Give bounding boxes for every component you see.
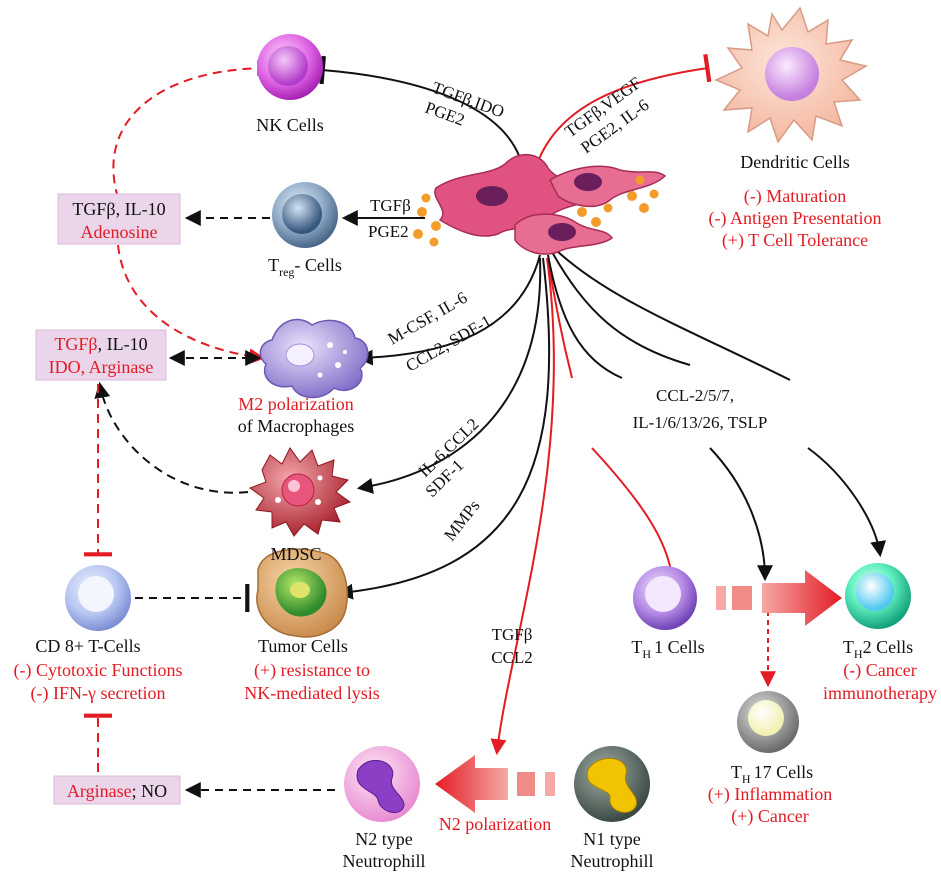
box1-line1: TGFβ, IL-10 <box>72 199 165 219</box>
m2-label-line1: M2 polarization <box>238 394 353 414</box>
th2-label: TH2 Cells <box>843 637 913 661</box>
tumor-effect-1: (+) resistance to <box>254 660 370 681</box>
caf-to-neut-line <box>490 257 555 756</box>
neut-signal-2: CCL2 <box>491 648 533 667</box>
n1-label-line2: Neutrophill <box>571 851 654 871</box>
caf-to-tumor-line <box>336 257 551 600</box>
macrophage-cell <box>259 318 369 399</box>
box-tgfb-ido-arginase: TGFβ, IL-10 IDO, Arginase <box>35 329 167 381</box>
mdsc-to-box2-line <box>94 381 249 494</box>
box3-red: Arginase <box>67 781 132 801</box>
tumor-signal-1: MMPs <box>440 496 483 544</box>
th2-effect-2: immunotherapy <box>823 683 937 703</box>
box1-line2: Adenosine <box>81 222 158 242</box>
caf-to-th-curve-1 <box>547 254 623 379</box>
n2-label-line1: N2 type <box>355 829 413 849</box>
cd8-cell <box>65 565 131 631</box>
tumor-label: Tumor Cells <box>258 636 348 656</box>
n2-neutrophil <box>344 746 420 822</box>
effect-labels: (-) Maturation (-) Antigen Presentation … <box>14 186 937 834</box>
caf-to-mac-line <box>356 254 541 366</box>
th2-cell <box>845 563 911 629</box>
dc-effect-1: (-) Maturation <box>744 186 846 207</box>
neut-signal-1: TGFβ <box>492 625 533 644</box>
n2-label-line2: Neutrophill <box>343 851 426 871</box>
dendritic-cell <box>714 6 869 144</box>
n1-label-line1: N1 type <box>583 829 641 849</box>
caf-to-th-curve-3 <box>555 249 791 381</box>
nk-label: NK Cells <box>256 115 324 135</box>
caf-to-mdsc-line <box>356 257 542 494</box>
nk-cell <box>257 34 323 100</box>
caf-red-stub <box>547 257 573 379</box>
box-arginase-no: Arginase; NO <box>53 775 181 805</box>
treg-label: Treg- Cells <box>268 255 342 279</box>
th2-effect-1: (-) Cancer <box>843 660 916 681</box>
cd8-effect-2: (-) IFN-γ secretion <box>31 683 166 704</box>
dc-effect-2: (-) Antigen Presentation <box>709 208 882 229</box>
dc-effect-3: (+) T Cell Tolerance <box>722 230 868 251</box>
cd8-label: CD 8+ T-Cells <box>35 636 140 656</box>
caf-to-th-curve-2 <box>551 251 691 366</box>
connections <box>84 53 887 798</box>
treg-signal-2: PGE2 <box>368 222 409 241</box>
m2-label-line2: of Macrophages <box>238 416 354 436</box>
dendritic-label: Dendritic Cells <box>740 152 849 172</box>
box3-black: ; NO <box>132 781 168 801</box>
th1-cell <box>633 566 697 630</box>
n2-polarization-label: N2 polarization <box>439 814 551 834</box>
svg-text:Arginase; NO: Arginase; NO <box>67 781 167 801</box>
cd8-effect-1: (-) Cytotoxic Functions <box>14 660 183 681</box>
th-signal-1: CCL-2/5/7, <box>656 386 734 405</box>
signal-labels: TGFβ,IDO PGE2 TGFβ,VEGF PGE2, IL-6 TGFβ … <box>368 73 767 667</box>
mdsc-cell <box>248 447 352 537</box>
th-to-th2-line <box>807 447 887 558</box>
box2-line1-black: , IL-10 <box>98 334 148 354</box>
svg-text:TGFβ, IL-10: TGFβ, IL-10 <box>54 334 147 354</box>
box2-line1-red: TGFβ <box>54 334 97 354</box>
caf-to-nk-line <box>319 55 521 159</box>
box1-to-nk-line <box>112 60 274 199</box>
treg-signal-1: TGFβ <box>370 196 411 215</box>
th-signal-2: IL-1/6/13/26, TSLP <box>633 413 768 432</box>
th-to-th1-line <box>591 447 687 581</box>
cell-labels: NK Cells Treg- Cells Dendritic Cells M2 … <box>35 115 913 871</box>
n1-to-n2-big-arrow <box>435 755 555 813</box>
th-to-center-line <box>709 447 773 582</box>
th1-to-th2-big-arrow <box>716 570 842 626</box>
treg-cell <box>272 182 338 248</box>
caf-to-dc-line <box>534 53 712 171</box>
th17-cell <box>737 691 799 753</box>
th17-effect-1: (+) Inflammation <box>708 784 833 805</box>
caf-cluster <box>434 154 667 255</box>
box-tgfb-adenosine: TGFβ, IL-10 Adenosine <box>57 193 181 245</box>
mdsc-label: MDSC <box>270 544 321 564</box>
tumor-effect-2: NK-mediated lysis <box>244 683 379 703</box>
tumor-cell <box>256 548 348 638</box>
n1-neutrophil <box>574 746 650 822</box>
box2-line2: IDO, Arginase <box>49 357 154 377</box>
th17-effect-2: (+) Cancer <box>731 806 809 827</box>
secreted-factors-dots <box>413 175 659 247</box>
